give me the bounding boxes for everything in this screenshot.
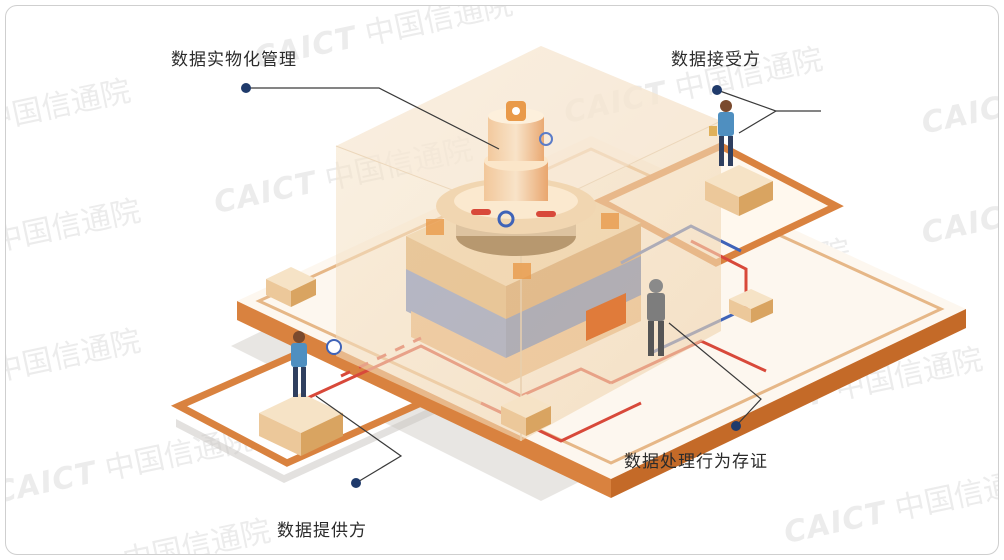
label-processing-evidence: 数据处理行为存证: [624, 452, 768, 472]
person-processor: [647, 279, 665, 356]
label-data-provider: 数据提供方: [277, 521, 367, 541]
leader-dots: [241, 83, 741, 488]
isometric-illustration: [170, 46, 966, 501]
person-receiver: [709, 100, 734, 166]
diagram-frame: 中国信通院 CAICT 中国信通院 CAICT 中国信通院 CAICT 中国信通…: [5, 5, 999, 555]
pedestals: [259, 165, 773, 456]
person-provider: [291, 331, 342, 397]
platform-panels: [426, 213, 626, 341]
leader-lines: [246, 87, 821, 484]
server-tower: [436, 101, 596, 256]
label-physical-management: 数据实物化管理: [171, 50, 297, 70]
diagram-stage: 中国信通院 CAICT 中国信通院 CAICT 中国信通院 CAICT 中国信通…: [6, 6, 998, 554]
label-data-receiver: 数据接受方: [671, 50, 761, 70]
